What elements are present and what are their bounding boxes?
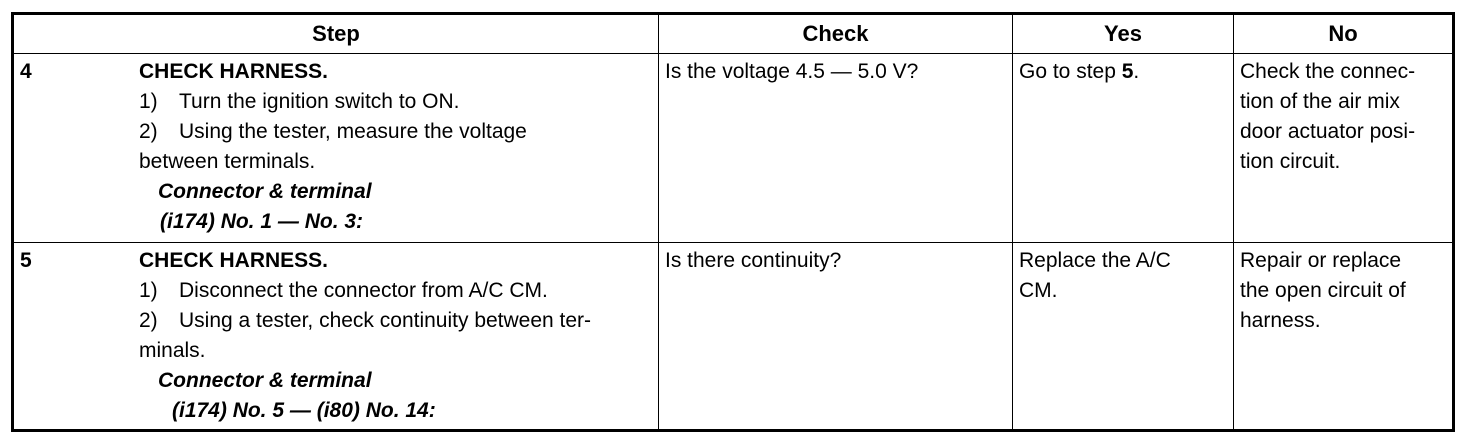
header-row: Step Check Yes No: [12, 13, 1454, 54]
header-step: Step: [12, 13, 659, 54]
no-line: the open circuit of: [1240, 278, 1406, 302]
instruction-1: 1) Turn the ignition switch to ON.: [139, 87, 654, 117]
instruction-1: 1) Disconnect the connector from A/C CM.: [139, 276, 654, 306]
yes-text: Go to step: [1019, 60, 1122, 83]
connector-terminal-value: (i174) No. 1 — No. 3:: [160, 210, 364, 233]
step-cell: 4 CHECK HARNESS. 1) Turn the ignition swi…: [12, 53, 659, 243]
instruction-2-continued: between terminals.: [139, 150, 316, 173]
diagnostic-table: Step Check Yes No 4 CHECK HARNESS. 1) Tur…: [11, 12, 1455, 432]
step-number: 4: [20, 60, 32, 83]
instruction-text: Turn the ignition switch to ON.: [179, 90, 460, 113]
yes-cell: Replace the A/C CM.: [1012, 241, 1234, 431]
step-body: CHECK HARNESS. 1) Disconnect the connecto…: [132, 246, 658, 426]
yes-step-ref: 5: [1121, 60, 1134, 83]
yes-text-end: .: [1133, 60, 1140, 83]
step-body: CHECK HARNESS. 1) Turn the ignition switc…: [132, 57, 658, 237]
no-cell: Repair or replace the open circuit of ha…: [1233, 241, 1454, 431]
instruction-number: 2): [139, 308, 158, 332]
instruction-number: 1): [139, 278, 158, 302]
instruction-number: 2): [139, 120, 158, 143]
header-no: No: [1233, 13, 1454, 54]
step-cell: 5 CHECK HARNESS. 1) Disconnect the connec…: [12, 241, 659, 431]
no-line: tion of the air mix: [1240, 90, 1400, 113]
step-title: CHECK HARNESS.: [139, 60, 329, 83]
no-line: harness.: [1240, 308, 1321, 332]
no-line: Check the connec-: [1240, 60, 1416, 83]
no-line: tion circuit.: [1240, 150, 1341, 173]
header-check: Check: [658, 13, 1013, 54]
table-row: 4 CHECK HARNESS. 1) Turn the ignition swi…: [12, 53, 1454, 243]
no-cell: Check the connec- tion of the air mix do…: [1233, 53, 1454, 243]
check-cell: Is the voltage 4.5 — 5.0 V?: [658, 53, 1013, 243]
connector-terminal-value: (i174) No. 5 — (i80) No. 14:: [172, 398, 436, 422]
connector-heading: Connector & terminal: [158, 368, 372, 392]
instruction-number: 1): [139, 90, 158, 113]
instruction-text: Using the tester, measure the voltage: [179, 120, 527, 143]
header-yes: Yes: [1012, 13, 1234, 54]
no-line: door actuator posi-: [1240, 120, 1416, 143]
instruction-2-continued: minals.: [139, 338, 206, 362]
instruction-2: 2) Using a tester, check continuity betwe…: [139, 306, 654, 336]
no-line: Repair or replace: [1240, 248, 1402, 272]
table-row: 5 CHECK HARNESS. 1) Disconnect the connec…: [12, 241, 1454, 431]
instruction-text: Disconnect the connector from A/C CM.: [179, 278, 548, 302]
connector-heading: Connector & terminal: [158, 180, 372, 203]
check-cell: Is there continuity?: [658, 241, 1013, 431]
yes-line: Replace the A/C: [1019, 248, 1171, 272]
yes-cell: Go to step 5.: [1012, 53, 1234, 243]
instruction-2: 2) Using the tester, measure the voltage: [139, 117, 654, 147]
step-number: 5: [20, 248, 32, 272]
step-title: CHECK HARNESS.: [139, 248, 329, 272]
instruction-text: Using a tester, check continuity between…: [179, 308, 592, 332]
yes-line: CM.: [1019, 278, 1058, 302]
